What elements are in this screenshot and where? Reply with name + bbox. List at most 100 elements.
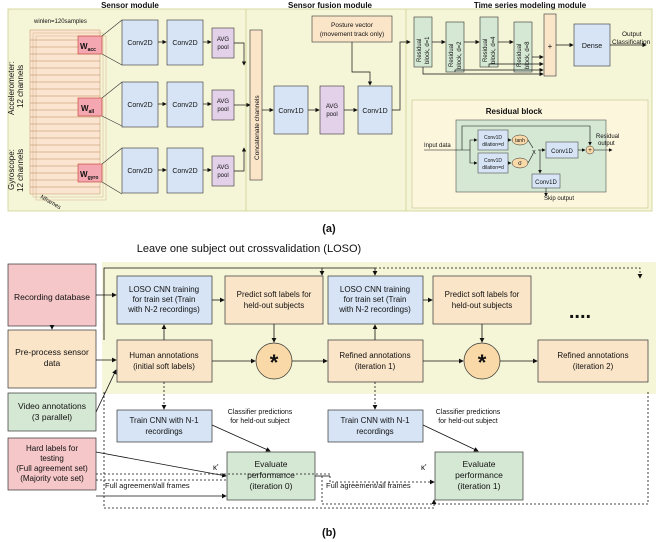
posture-label: Posture vector [331,22,374,29]
avg-pool-block [211,89,235,121]
concat-bar [249,29,263,181]
hard-labels-label: Hard labels for [26,444,78,453]
classifier-predictions-sub: for held-out subject [230,418,290,425]
w-all-label: Wall [81,104,95,115]
avg-pool-block [211,155,235,187]
hard-labels-majority: (Majority vote set) [20,474,84,483]
loso-train-label-2: for train set (Train [344,295,407,304]
fusion-avg-pool [319,85,345,135]
conv2d-block [166,147,204,194]
train-cnn-label: Train CNN with N-1 [340,416,410,425]
w-acc-window [77,35,103,55]
avg-pool-label: pool [326,112,337,118]
sigma-label: σ [518,161,522,167]
evaluate-label-2: performance [455,470,503,480]
residual-block-dilation: block, d=4 [491,36,497,64]
sensor-module-title: Sensor module [101,1,159,10]
caption-b: (b) [322,527,336,539]
skip-sum-plus: + [548,42,553,51]
conv2d-block [121,19,159,66]
train-cnn-label-2: recordings [356,427,393,436]
residual-output-label: Residual [596,134,619,140]
refined-annotations-label: Refined annotations [339,351,410,360]
conv2d-label: Conv2D [127,40,152,47]
conv2d-row-gyro: Conv2D Conv2D AVG pool [121,147,235,194]
video-annotations-label: Video annotations [18,401,86,411]
conv2d-label: Conv2D [172,40,197,47]
hard-labels-box [7,437,97,491]
residual-block-dilation: block, d=2 [457,41,463,69]
accelerometer-channels: 12 channels [16,65,25,108]
pool-to-concat [234,42,251,172]
loso-train-box-0 [116,275,213,325]
predict-soft-box-0 [224,275,324,325]
train-cnn-label-2: recordings [145,427,182,436]
conv2d-block [121,81,159,128]
residual-block-label: Residual [417,39,423,62]
panel-a: Sensor module Sensor fusion module Time … [7,1,653,235]
caption-a: (a) [322,223,336,235]
classifier-predictions-sub: for held-out subject [438,418,498,425]
predict-soft-label: Predict soft labels for [445,290,520,299]
residual-blocks: Residual block, d=1 Residual block, d=2 … [413,16,533,73]
tanh-label: tanh [515,138,525,144]
predict-soft-label-2: held-out subjects [244,301,304,310]
w-gyro-window [77,163,103,183]
preprocess-label-2: data [44,358,61,368]
dense-label: Dense [582,43,602,50]
residual-block-dilation: block, d=8 [525,41,531,69]
residual-block-d8 [513,21,533,73]
conv2d-block [166,19,204,66]
evaluate-box-0 [226,451,316,501]
output-label: Output [622,31,642,38]
conv2d-row-all: Conv2D Conv2D AVG pool [121,81,235,128]
conv2d-label: Conv2D [127,102,152,109]
loso-train-box-1 [327,275,424,325]
avg-pool-block [211,27,235,59]
refined-annotations-box-2 [537,339,649,383]
conv2d-label: Conv2D [127,168,152,175]
human-annotations-box [116,339,213,383]
skip-output-label: Skip output [544,196,574,202]
predict-soft-label-2: held-out subjects [452,301,512,310]
output-classification-label: Classification [612,39,651,46]
hard-labels-label-2: testing [40,454,64,463]
preprocess-box [7,329,97,389]
classifier-predictions-label: Classifier predictions [436,409,501,416]
kappa-label: κ' [421,463,427,472]
w-acc-label: Wacc [80,42,96,53]
full-agreement-label: Full agreement/all frames [105,481,190,490]
continuation-dots: .... [569,301,591,323]
residual-add-label: + [588,148,592,154]
posture-sub-label: (movement track only) [320,31,384,38]
evaluate-box-1 [434,451,524,501]
evaluate-label: Evaluate [254,459,287,469]
hard-labels-full: (Full agreement set) [16,464,88,473]
dense-block [573,23,611,67]
recording-database-label: Recording database [14,292,90,302]
evaluate-label: Evaluate [462,459,495,469]
w-all-window [77,97,103,117]
concat-label: Concatenate channels [254,95,261,160]
residual-block-label: Residual [449,44,455,67]
classifier-predictions-label: Classifier predictions [228,409,293,416]
conv2d-block [166,81,204,128]
conv2d-label: Conv2D [172,102,197,109]
conv2d-row-acc: Conv2D Conv2D AVG pool [121,19,235,66]
residual-block-label: Residual [517,44,523,67]
train-cnn-box-1 [327,409,424,443]
gyroscope-label: Gyroscope: [7,149,16,190]
evaluate-iteration-1: (iteration 1) [458,481,501,491]
residual-output-sub: output [598,141,615,147]
kappa-label: κ' [213,463,219,472]
loso-title: Leave one subject out crossvalidation (L… [137,243,361,255]
conv1d-label: Conv1D [551,149,573,155]
avg-pool-label: AVG [217,165,230,171]
video-annotations-sub: (3 parallel) [32,412,72,422]
timeseries-module-title: Time series modeling module [474,1,587,10]
residual-chain-arrows [422,39,647,77]
residual-block-dilation: block, d=1 [425,36,431,64]
posture-vector-box [311,15,393,43]
conv2d-arrows [158,39,212,173]
